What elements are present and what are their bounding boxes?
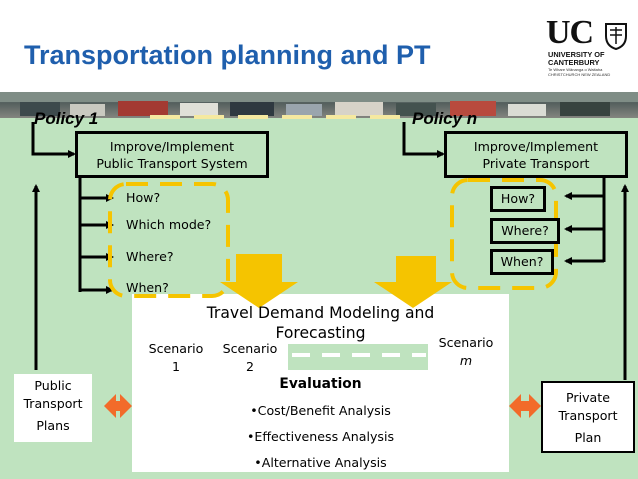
scenario-m-line-2: m (459, 353, 473, 368)
crest-icon (605, 23, 627, 50)
scenario-2-line-1: Scenario (222, 341, 278, 356)
logo-line-2: CANTERBURY (548, 58, 600, 67)
modeling-title-line-2: Forecasting (275, 324, 366, 342)
public-transport-line-2: Public Transport System (96, 156, 248, 171)
right-question-group (450, 178, 558, 290)
scenario-2-line-2: 2 (245, 359, 254, 374)
public-transport-plans-box: Public Transport Plans (14, 374, 92, 442)
modeling-title-line-1: Travel Demand Modeling and (206, 304, 435, 322)
private-transport-line-1: Improve/Implement (473, 139, 599, 154)
private-transport-line-2: Private Transport (482, 156, 590, 171)
university-logo: UC UNIVERSITY OF CANTERBURY Te Whare Wān… (546, 14, 634, 80)
page-title: Transportation planning and PT (24, 40, 431, 70)
private-plan-line-1: Private (566, 390, 610, 405)
evaluation-item-alternative: •Alternative Analysis (254, 455, 387, 470)
private-plan-line-3: Plan (574, 430, 602, 445)
private-transport-box: Improve/Implement Private Transport (444, 131, 628, 178)
left-yellow-arrow (220, 254, 298, 308)
left-question-when: When? (126, 280, 169, 295)
logo-line-4: CHRISTCHURCH NEW ZEALAND (548, 72, 611, 77)
modeling-title: Travel Demand Modeling and Forecasting (132, 303, 509, 343)
logo-line-1: UNIVERSITY OF (548, 50, 605, 59)
evaluation-item-effectiveness: •Effectiveness Analysis (246, 429, 395, 444)
private-transport-plan-box: Private Transport Plan (541, 381, 635, 453)
modeling-panel (132, 294, 509, 472)
traffic-photo-banner (0, 92, 638, 120)
logo-line-3: Te Whare Wānanga o Waitaha (548, 67, 603, 72)
left-question-how: How? (126, 190, 161, 205)
left-question-where: Where? (126, 249, 174, 264)
right-question-when: When? (490, 249, 554, 275)
scenario-1: Scenario 1 (140, 340, 212, 376)
left-question-group (108, 182, 230, 298)
policy-n-arrow (402, 122, 445, 158)
scenario-1-line-1: Scenario (148, 341, 204, 356)
scenario-m: Scenario m (430, 334, 502, 370)
right-orange-double-arrow (509, 394, 541, 418)
public-transport-box: Improve/Implement Public Transport Syste… (75, 131, 269, 178)
right-question-where: Where? (490, 218, 560, 244)
logo-mark: UC (546, 14, 594, 51)
scenario-1-line-2: 1 (171, 359, 180, 374)
evaluation-heading: Evaluation (279, 376, 362, 392)
public-transport-line-1: Improve/Implement (109, 139, 235, 154)
public-plans-line-1: Public (34, 378, 72, 393)
policy-1-label: Policy 1 (34, 109, 99, 128)
public-plans-line-2: Transport (23, 396, 83, 411)
right-question-how: How? (490, 186, 546, 212)
policy-n-label: Policy n (412, 109, 478, 128)
policy-1-arrow (31, 122, 76, 158)
traffic-photo-icon (0, 92, 638, 116)
public-plans-line-3: Plans (36, 418, 70, 433)
evaluation-item-cost-benefit: •Cost/Benefit Analysis (250, 403, 391, 418)
scenario-2: Scenario 2 (214, 340, 286, 376)
private-plan-line-2: Transport (558, 408, 618, 423)
left-orange-double-arrow (104, 394, 132, 418)
left-question-which-mode: Which mode? (126, 217, 212, 232)
scenario-m-line-1: Scenario (438, 335, 494, 350)
right-yellow-arrow-body (374, 256, 452, 308)
